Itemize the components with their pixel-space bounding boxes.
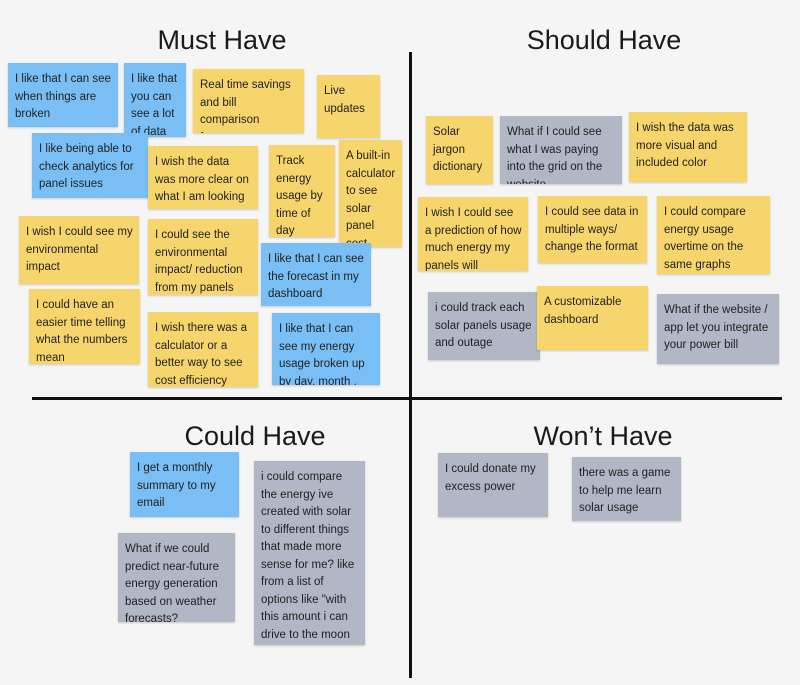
sticky-note[interactable]: I get a monthly summary to my email: [130, 452, 239, 517]
sticky-note[interactable]: Real time savings and bill comparison fe…: [193, 69, 304, 133]
should-have-title: Should Have: [526, 25, 682, 55]
wont-have-title: Won’t Have: [533, 421, 673, 451]
sticky-note[interactable]: I wish there was a calculator or a bette…: [148, 312, 258, 387]
sticky-note[interactable]: Track energy usage by time of day: [269, 145, 335, 237]
sticky-note[interactable]: I wish I could see a prediction of how m…: [418, 197, 528, 271]
sticky-note[interactable]: What if the website / app let you integr…: [657, 294, 779, 364]
sticky-note[interactable]: I wish the data was more visual and incl…: [629, 112, 747, 182]
sticky-note[interactable]: Solar jargon dictionary: [426, 116, 493, 184]
sticky-note[interactable]: I could compare energy usage overtime on…: [657, 196, 770, 274]
sticky-note[interactable]: I could see the environmental impact/ re…: [148, 219, 258, 295]
sticky-note[interactable]: I like that you can see a lot of data: [124, 63, 186, 137]
sticky-note[interactable]: I wish the data was more clear on what I…: [148, 146, 258, 209]
sticky-note[interactable]: there was a game to help me learn solar …: [572, 457, 681, 521]
sticky-note[interactable]: I could donate my excess power: [438, 453, 548, 517]
horizontal-divider: [32, 397, 782, 400]
sticky-note[interactable]: i could compare the energy ive created w…: [254, 461, 365, 645]
sticky-note[interactable]: What if I could see what I was paying in…: [500, 116, 622, 184]
sticky-note[interactable]: A customizable dashboard: [537, 286, 648, 350]
sticky-note[interactable]: I wish I could see my environmental impa…: [19, 216, 139, 284]
sticky-note[interactable]: I could see data in multiple ways/ chang…: [538, 196, 647, 263]
sticky-note[interactable]: I like that I can see the forecast in my…: [261, 243, 371, 306]
sticky-note[interactable]: What if we could predict near-future ene…: [118, 533, 235, 622]
sticky-note[interactable]: I could have an easier time telling what…: [29, 289, 140, 364]
could-have-title: Could Have: [184, 421, 326, 451]
sticky-note[interactable]: I like being able to check analytics for…: [32, 133, 148, 198]
sticky-note[interactable]: i could track each solar panels usage an…: [428, 292, 540, 360]
sticky-note[interactable]: A built-in calculator to see solar panel…: [339, 140, 402, 247]
vertical-divider: [409, 52, 412, 678]
sticky-note[interactable]: I like that I can see when things are br…: [8, 63, 118, 127]
sticky-note[interactable]: I like that I can see my energy usage br…: [272, 313, 380, 385]
must-have-title: Must Have: [157, 25, 287, 55]
sticky-note[interactable]: Live updates: [317, 75, 380, 138]
